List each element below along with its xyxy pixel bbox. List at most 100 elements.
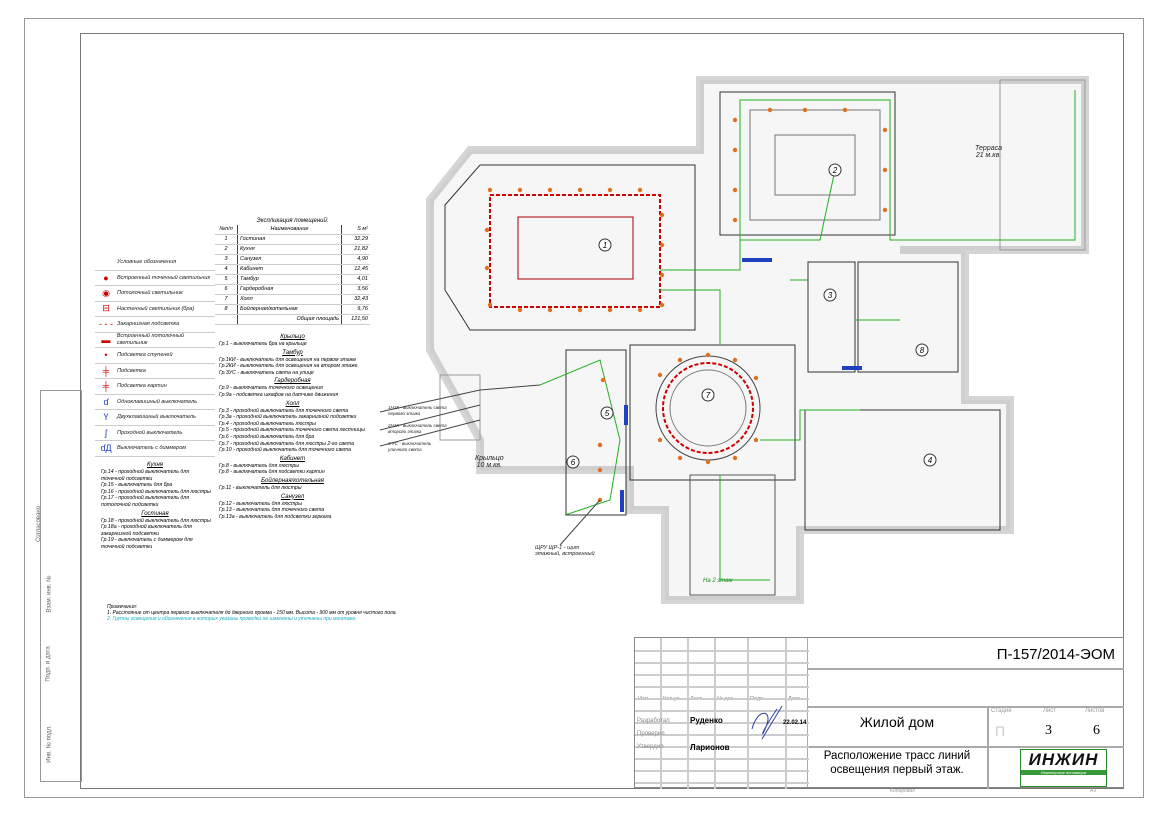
developer-name: Руденко	[690, 716, 723, 725]
living-group-line: Гр.19 - выключатель с диммером для точеч…	[101, 537, 193, 550]
legend-label: Подсветка ступеней	[117, 352, 173, 358]
legend-item: ▬Встроенный потолочный светильник	[95, 333, 215, 348]
room-number-marker	[915, 343, 929, 357]
spot-light-icon	[705, 352, 711, 358]
stage-label: Стадия	[991, 708, 1012, 714]
spot-light-icon	[607, 187, 613, 193]
spot-light-icon	[659, 212, 665, 218]
room-name: Санузел	[237, 254, 342, 265]
spot-light-icon	[607, 307, 613, 313]
spot-light-icon	[732, 357, 738, 363]
room-number: 5	[605, 409, 610, 418]
room-name: Кухня	[237, 244, 342, 255]
living-group-line: Гр.18 - проходной выключатель для люстры	[101, 517, 211, 524]
sheets-label: Листов	[1085, 708, 1105, 714]
callout-1: 1Н1К - выключатель света первого этажа	[388, 405, 447, 416]
room-area: 4,90	[341, 254, 370, 265]
group-title: Крыльцо	[280, 334, 305, 340]
kitchen-group-line: Гр.14 - проходной выключатель для точечн…	[101, 469, 189, 482]
rooms-table-title: Экспликация помещений:	[256, 218, 329, 224]
total-area: 121,50	[341, 314, 370, 325]
group-line: Гр.5 - проходной выключатель точечного с…	[219, 427, 365, 434]
spot-light-icon	[732, 187, 738, 193]
legend-item: ╪Подсветка картин	[95, 379, 215, 395]
outer-frame	[24, 18, 1144, 798]
legend-label: Подсветка	[117, 367, 146, 374]
spot-light-icon	[577, 187, 583, 193]
living-group-line: Гр.18а - проходной выключатель для закар…	[101, 524, 192, 537]
spot-light-icon	[659, 272, 665, 278]
spot-light-icon	[732, 147, 738, 153]
kitchen-group-line: Гр.17 - проходной выключатель для потоло…	[101, 495, 189, 508]
terrace	[999, 79, 1086, 251]
room-name: Тамбур	[237, 274, 342, 285]
group-line: Гр.9 - выключатель точечного освещения	[219, 385, 323, 392]
room-number: 3	[828, 291, 833, 300]
room-number-marker	[828, 163, 842, 177]
legend-item: ●Встроенный точечный светильник	[95, 271, 215, 286]
signature	[751, 705, 783, 740]
room-number-marker	[923, 453, 937, 467]
wall-light-icon: ⊟	[102, 303, 110, 314]
left-stamp: Согласовано Взам. инв. № Подп. и дата Ин…	[36, 390, 82, 782]
wall-bathroom	[807, 261, 856, 373]
legend-item: - - -Закарнизная подсветка	[95, 317, 215, 333]
porch-steps	[439, 374, 481, 441]
legend-label: Двухклавишный выключатель	[117, 414, 196, 420]
spot-light-icon	[842, 107, 848, 113]
spot-light-icon	[882, 207, 888, 213]
spot-light-icon	[802, 107, 808, 113]
inner-frame	[80, 33, 1124, 789]
legend-label: Настенный светильник (бра)	[117, 305, 195, 312]
living-title: Гостиная	[141, 510, 169, 517]
object-name: Жилой дом	[859, 714, 935, 730]
note-1: 1. Расстояние от центра первого выключат…	[107, 610, 397, 616]
sheet-value: 3	[1045, 723, 1052, 738]
date: 22.02.14	[783, 720, 807, 726]
room-area: 12,45	[341, 264, 370, 275]
room-number: 5	[215, 274, 238, 285]
kitchen-title: Кухня	[147, 462, 163, 468]
room-number: 1	[215, 234, 238, 245]
backlight-icon: ╪	[102, 365, 110, 376]
room-number-marker	[701, 388, 715, 402]
legend-item: •Подсветка ступеней	[95, 348, 215, 364]
hidden-led-strip-icon: - - -	[99, 319, 113, 330]
spot-light-icon	[659, 302, 665, 308]
wall-study	[804, 409, 1001, 531]
legend-label: Проходной выключатель	[117, 429, 183, 436]
wall-kitchen	[719, 91, 896, 236]
room-number-marker	[566, 455, 580, 469]
legend-label: Встроенный потолочный светильник	[116, 333, 184, 346]
wall-wardrobe	[565, 349, 627, 516]
spot-light-icon	[517, 307, 523, 313]
spot-light-icon	[577, 307, 583, 313]
spot-light-icon	[677, 357, 683, 363]
stage-value: П	[995, 723, 1006, 739]
spot-light-icon	[732, 455, 738, 461]
room-name: Холл	[237, 294, 342, 305]
spot-light-icon	[487, 187, 493, 193]
spot-light-icon	[637, 307, 643, 313]
notes: Примечания: 1. Расстояние от центра перв…	[107, 604, 407, 622]
role-approved: Утвердил	[637, 744, 664, 750]
room-number: 4	[215, 264, 238, 275]
callout-3: 3 УС - выключатель уличного света	[388, 441, 432, 452]
group-line: Гр.12 - выключатель для люстры	[219, 500, 302, 507]
group-title: Гардеробная	[274, 378, 311, 385]
spot-light-icon	[547, 307, 553, 313]
group-line: Гр.9а - подсветка шкафов на датчике движ…	[219, 391, 339, 398]
room-number-marker	[600, 406, 614, 420]
group-title: Бойлерная/котельная	[261, 477, 324, 484]
room-number-marker	[598, 238, 612, 252]
group-line: Гр.7 - проходной выключатель для люстры …	[219, 440, 354, 447]
legend-label: Потолочный светильник	[117, 290, 183, 296]
